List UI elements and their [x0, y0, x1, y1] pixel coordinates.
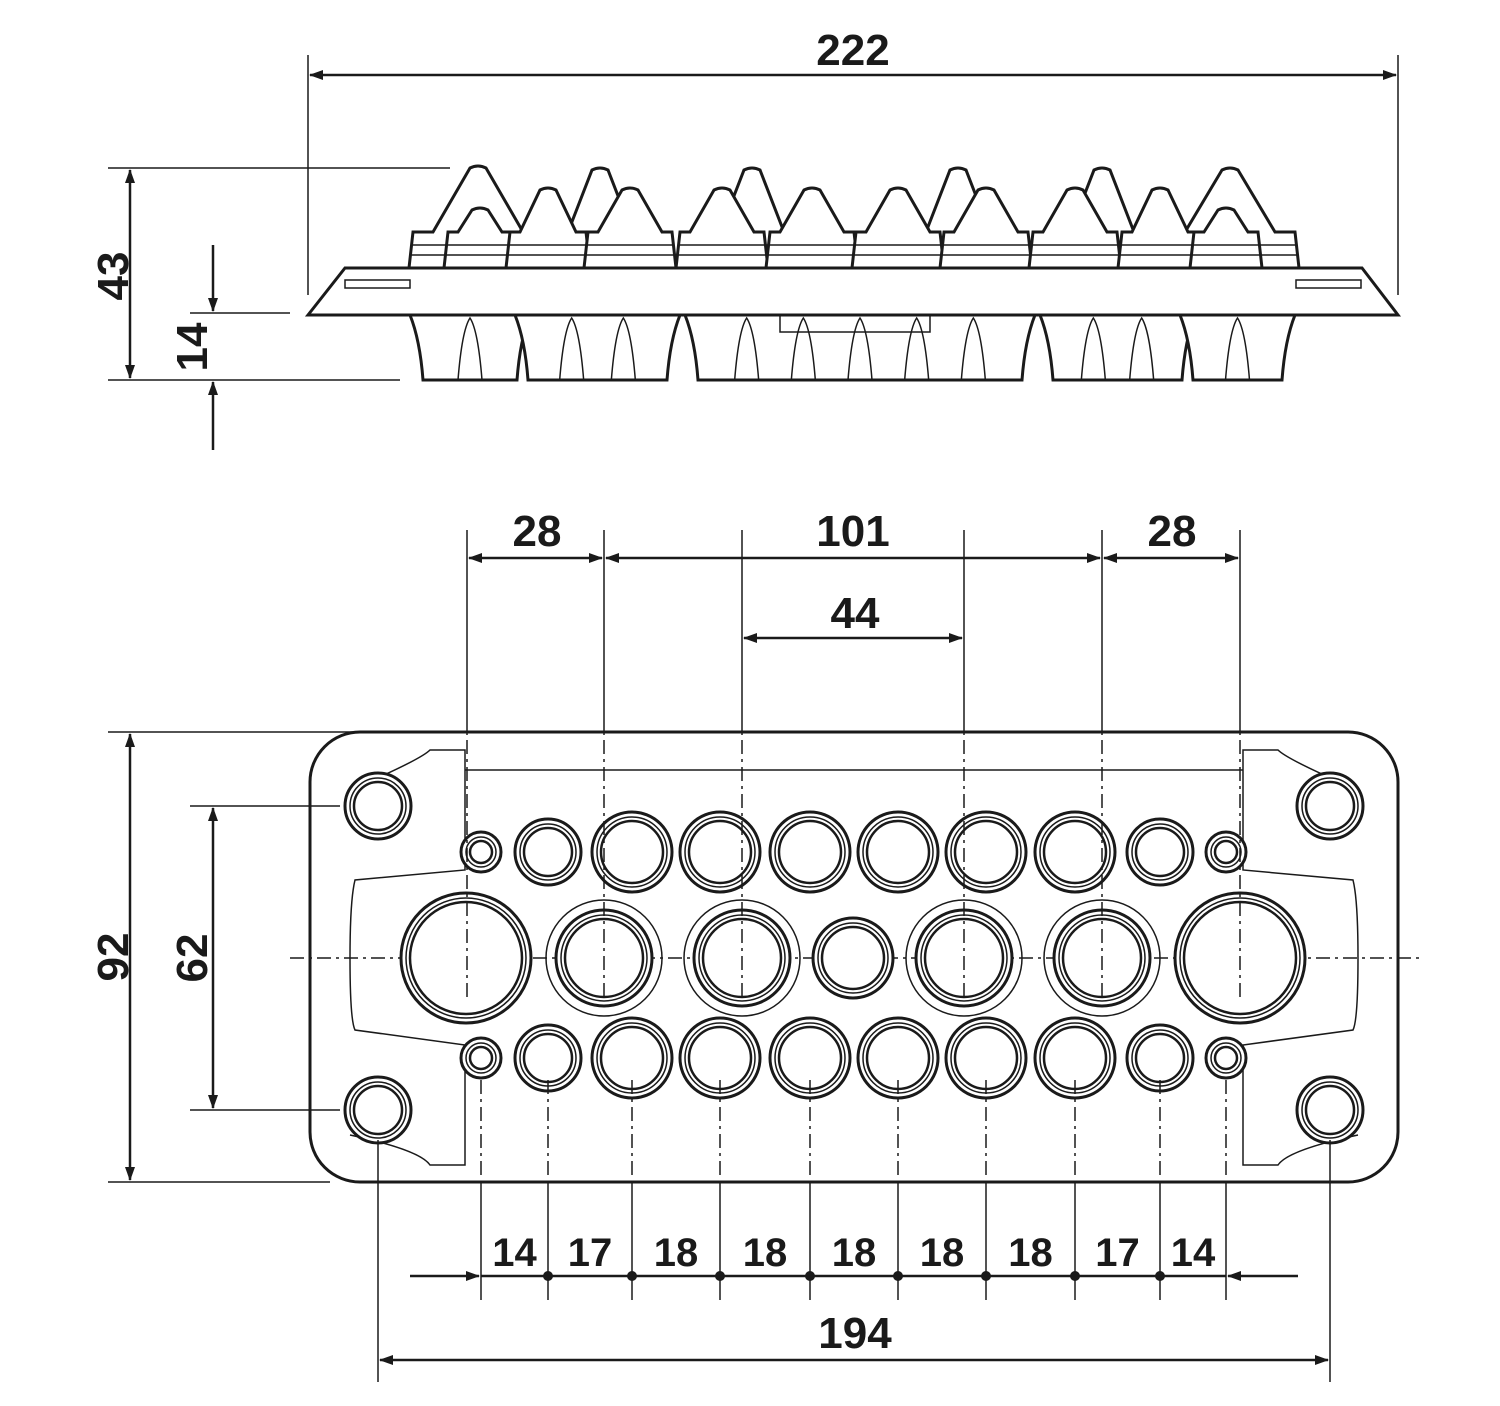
foot: [682, 313, 1038, 382]
gland-cone: [850, 186, 946, 270]
dimension-overall-height: 43: [89, 252, 138, 301]
mounting-hole: [1295, 1075, 1365, 1145]
dimension-overall-height-front: 92: [89, 933, 138, 982]
foot: [1177, 313, 1298, 382]
dimension-spacing-right: 28: [1148, 507, 1197, 556]
hole-small: [1125, 817, 1195, 887]
foot: [407, 313, 533, 382]
foot: [1037, 313, 1198, 382]
dimension-pitch: 18: [654, 1231, 699, 1275]
gland-cone: [1027, 186, 1123, 270]
dimension-pitch: 14: [492, 1231, 537, 1275]
dimension-spacing-center: 101: [816, 507, 889, 556]
dimension-lower-height: 14: [168, 322, 217, 371]
hole-large: [399, 891, 533, 1025]
side-view: 222 43 14: [89, 26, 1402, 450]
gland-cone: [582, 186, 678, 270]
dimension-pitch: 14: [1171, 1231, 1216, 1275]
dimension-spacing-left: 28: [513, 507, 562, 556]
dimension-pitch: 17: [1095, 1231, 1140, 1275]
dimension-pitch: 18: [1008, 1231, 1053, 1275]
gland-cone: [938, 186, 1034, 270]
dimension-hole-span: 194: [818, 1309, 892, 1358]
gland-cone: [1116, 186, 1204, 270]
cable-entry-holes: [343, 771, 1365, 1145]
mounting-hole: [343, 771, 413, 841]
hole-small: [459, 830, 503, 874]
hole-small: [856, 810, 940, 894]
cable-glands: [407, 164, 1301, 270]
dimension-pitch: 18: [743, 1231, 788, 1275]
dimension-overall-width: 222: [816, 26, 889, 75]
lower-feet: [407, 313, 1298, 382]
hole-small: [944, 810, 1028, 894]
hole-small: [678, 810, 762, 894]
hole-small: [1204, 830, 1248, 874]
foot: [512, 313, 683, 382]
hole-small: [678, 1016, 762, 1100]
hole-small: [590, 1016, 674, 1100]
gland-cone: [504, 186, 592, 270]
hole-large: [811, 916, 895, 1000]
dimension-pitch: 18: [832, 1231, 877, 1275]
gland-cone: [764, 186, 860, 270]
dimension-pitch: 17: [568, 1231, 613, 1275]
base-plate: [304, 266, 1402, 317]
hole-small: [768, 1016, 852, 1100]
hole-small: [1204, 1036, 1248, 1080]
gland-cone: [442, 206, 518, 270]
mounting-hole: [343, 1075, 413, 1145]
gland-cone: [1188, 206, 1264, 270]
hole-small: [944, 1016, 1028, 1100]
dimension-spacing-inner: 44: [831, 589, 880, 638]
gland-cone: [674, 186, 770, 270]
hole-small: [1033, 810, 1117, 894]
dimension-hole-height: 62: [168, 934, 217, 983]
hole-small: [513, 817, 583, 887]
hole-small: [768, 810, 852, 894]
mounting-hole: [1295, 771, 1365, 841]
hole-small: [459, 1036, 503, 1080]
hole-small: [590, 810, 674, 894]
dimension-pitch: 18: [920, 1231, 965, 1275]
front-view: 28 101 28 44 92 62 14 17 18 18 18 18 18 17 14 19…: [89, 507, 1420, 1382]
